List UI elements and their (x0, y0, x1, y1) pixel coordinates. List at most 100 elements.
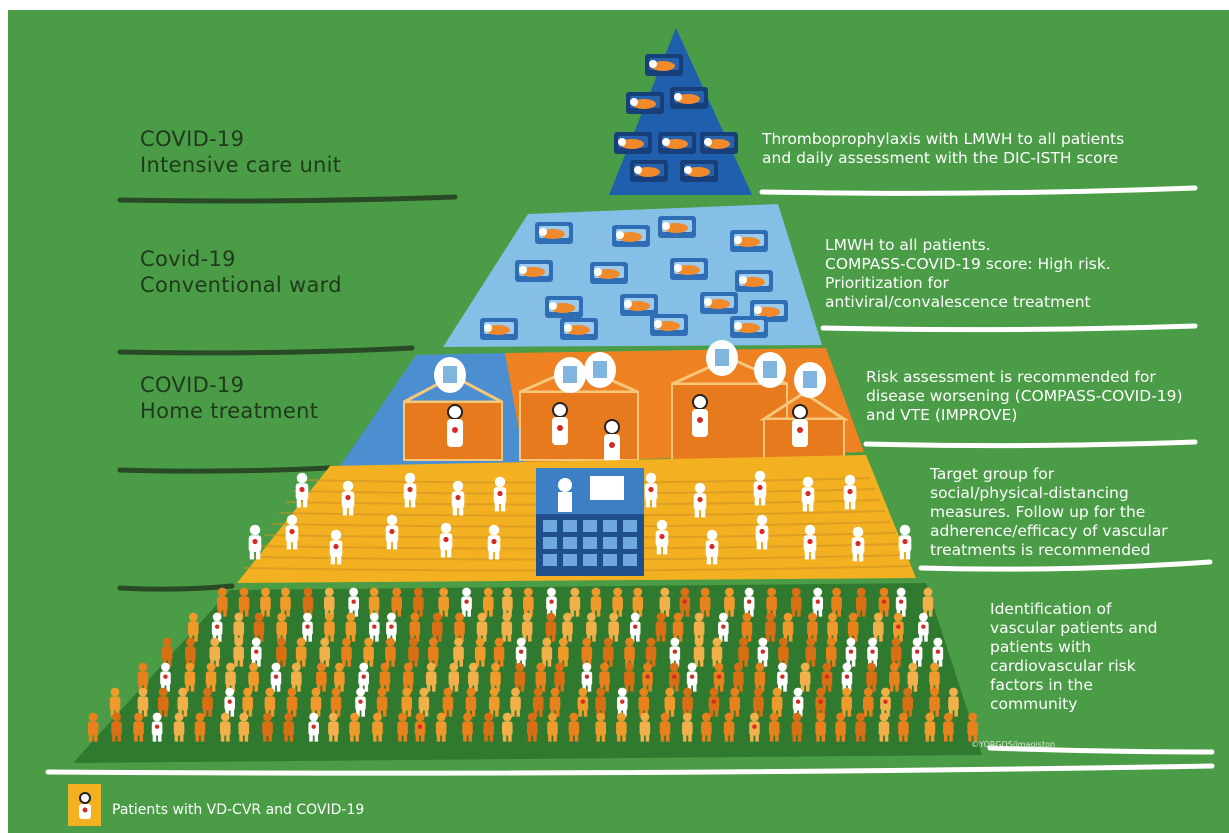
right-divider-line (987, 745, 1215, 755)
person-figure-icon (679, 587, 691, 617)
speech-bubble-icon (794, 362, 826, 398)
person-figure-icon (699, 587, 711, 617)
person-figure-icon (448, 662, 460, 692)
person-figure-icon (363, 637, 374, 667)
person-figure-icon (316, 662, 327, 692)
person-figure-icon (907, 662, 919, 692)
icu-desc-line-1: Thromboprophylaxis with LMWH to all pati… (762, 130, 1125, 148)
console-key (543, 537, 557, 549)
person-figure-icon (693, 637, 705, 667)
tier-ward (443, 204, 822, 347)
person-figure-icon (724, 587, 735, 617)
person-figure-icon (324, 587, 335, 617)
person-figure-icon (403, 472, 417, 508)
person-figure-icon (501, 712, 513, 742)
person-figure-icon (185, 637, 196, 667)
ward-title: Covid-19 Conventional ward (140, 246, 342, 298)
patient-figure-icon (552, 402, 568, 445)
person-figure-icon (805, 637, 816, 667)
person-figure-icon (276, 637, 287, 667)
person-figure-icon (655, 612, 667, 642)
hospital-bed-icon (590, 262, 628, 284)
person-figure-icon (238, 712, 250, 742)
telemedicine-clinic (536, 468, 644, 576)
target-desc-line-3: measures. Follow up for the (930, 503, 1146, 521)
person-figure-icon (385, 637, 396, 667)
person-figure-icon (729, 687, 741, 717)
person-figure-icon (462, 712, 473, 742)
person-figure-icon (260, 587, 271, 617)
hospital-bed-icon (700, 132, 738, 154)
person-figure-icon (368, 587, 380, 617)
person-figure-icon (711, 637, 723, 667)
console-key (543, 554, 557, 566)
console-key (603, 537, 617, 549)
person-figure-icon (379, 662, 391, 692)
person-figure-icon (749, 712, 760, 742)
person-figure-icon (843, 474, 857, 510)
ward-title-line-2: Conventional ward (140, 273, 342, 297)
icu-title-line-1: COVID-19 (140, 127, 245, 151)
person-figure-icon (372, 712, 383, 742)
home-desc-line-1: Risk assessment is recommended for (866, 368, 1156, 386)
target-description: Target group for social/physical-distanc… (930, 465, 1168, 560)
person-figure-icon (233, 612, 245, 642)
houses-group (403, 340, 850, 462)
person-figure-icon (369, 612, 380, 642)
console-key (603, 554, 617, 566)
right-divider-line (863, 439, 1198, 449)
icu-beds-group (614, 54, 738, 182)
person-figure-icon (109, 687, 121, 717)
person-figure-icon (391, 587, 402, 617)
person-figure-icon (569, 587, 581, 617)
home-description: Risk assessment is recommended for disea… (866, 368, 1183, 425)
person-figure-icon (202, 687, 213, 717)
person-figure-icon (439, 522, 453, 558)
console-key (563, 554, 577, 566)
person-figure-icon (487, 524, 501, 560)
person-figure-icon (510, 687, 521, 717)
left-divider-line (117, 345, 415, 356)
console-key (583, 537, 597, 549)
person-figure-icon (855, 712, 866, 742)
target-people-group (248, 470, 912, 565)
person-figure-icon (173, 712, 185, 742)
console-key (563, 537, 577, 549)
person-figure-icon (777, 662, 788, 692)
person-figure-icon (924, 712, 936, 742)
person-figure-icon (295, 472, 309, 508)
person-figure-icon (87, 712, 99, 742)
patient-figure-icon (692, 394, 708, 437)
tier-icu (609, 28, 752, 195)
person-figure-icon (546, 587, 557, 617)
ward-desc-line-3: Prioritization for (825, 274, 949, 292)
person-figure-icon (577, 687, 589, 717)
person-figure-icon (283, 712, 295, 742)
person-figure-icon (414, 712, 426, 742)
community-desc-line-4: cardiovascular risk (990, 657, 1136, 675)
person-figure-icon (248, 662, 259, 692)
person-figure-icon (442, 687, 454, 717)
person-figure-icon (461, 587, 472, 617)
hospital-bed-icon (730, 230, 768, 252)
tier-target (237, 455, 916, 583)
speech-bubble-icon (434, 357, 466, 393)
community-crowd-group (87, 587, 978, 742)
person-figure-icon (521, 612, 533, 642)
person-figure-icon (738, 637, 749, 667)
console-key (563, 520, 577, 532)
person-figure-icon (918, 612, 929, 642)
person-figure-icon (701, 712, 712, 742)
icu-description: Thromboprophylaxis with LMWH to all pati… (762, 130, 1124, 168)
hospital-bed-icon (730, 316, 768, 338)
icu-title-line-2: Intensive care unit (140, 153, 342, 177)
person-figure-icon (483, 712, 494, 742)
community-desc-line-1: Identification of (990, 600, 1112, 618)
person-figure-icon (233, 637, 244, 667)
person-figure-icon (898, 524, 912, 560)
hospital-bed-icon (560, 318, 598, 340)
person-figure-icon (157, 687, 169, 717)
speech-bubble-icon (706, 340, 738, 376)
console-key (623, 537, 637, 549)
console-key (623, 520, 637, 532)
